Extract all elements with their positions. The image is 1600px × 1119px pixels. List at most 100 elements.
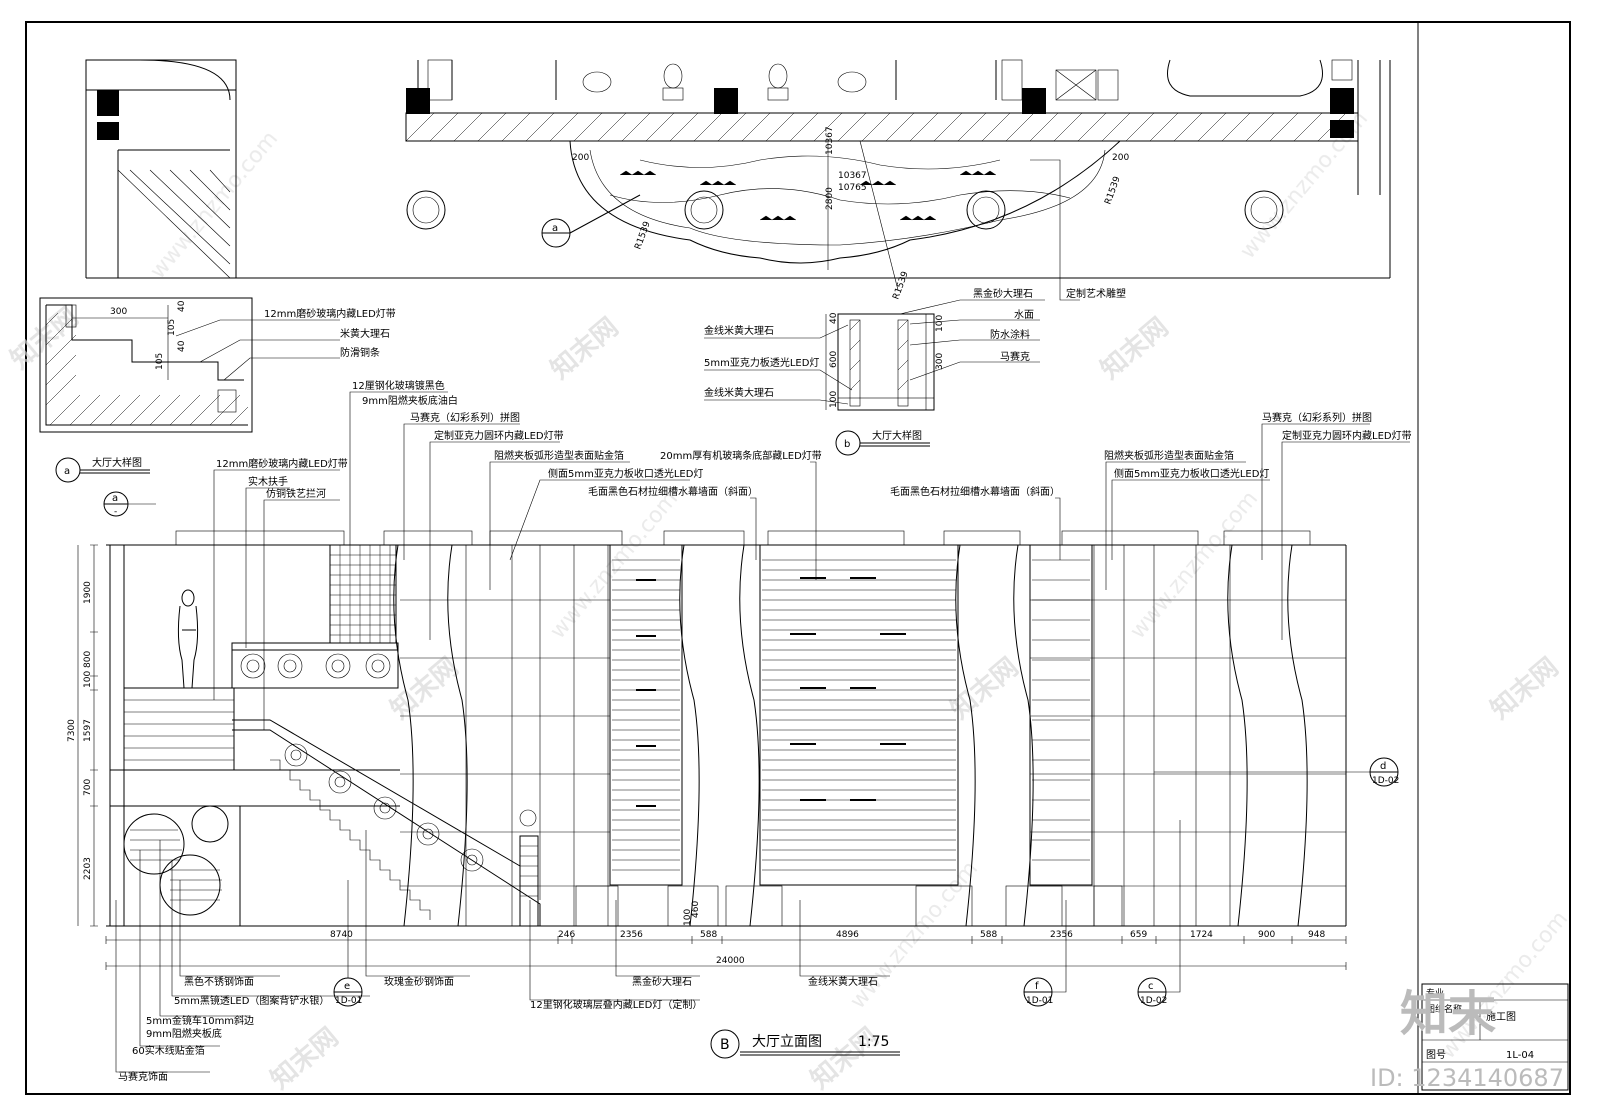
detail-b-label: 水面	[1014, 309, 1034, 321]
bottom-label: 60实木线贴金箔	[132, 1044, 205, 1057]
top-label: 定制亚克力圆环内藏LED灯带	[1282, 429, 1412, 442]
detail-b-label: 定制艺术雕塑	[1066, 287, 1126, 300]
floor-plan: 10367 10367 10765 2800 R1539 R1539 R1539…	[85, 59, 1391, 301]
plan-dim: R1539	[1103, 175, 1122, 206]
elevation-columns	[393, 544, 1308, 927]
detail-a-label: 防滑铜条	[340, 346, 380, 359]
plan-dim: 2800	[825, 187, 835, 210]
watermark-brand: 知末	[1400, 986, 1496, 1042]
bottom-dim: 246	[558, 930, 575, 940]
top-label: 侧面5mm亚克力板收口透光LED灯	[548, 467, 703, 480]
callout-letter: c	[1148, 981, 1154, 992]
detail-b-dim: 40	[829, 312, 839, 324]
elevation-scale: 1:75	[858, 1034, 889, 1050]
watermark-cn: 知末网	[945, 652, 1024, 725]
column-bases	[575, 885, 1123, 927]
bottom-dim: 659	[1130, 930, 1147, 940]
left-dim: 100	[83, 671, 93, 688]
title-block: 专业 图纸名称 施工图 图号 1L-04 知末 ID: 1234140687	[1370, 983, 1569, 1092]
bottom-dimensions: 8740 246 2356 588 4896 588 2356 659 1724…	[105, 901, 1347, 970]
top-label: 毛面黑色石材拉细槽水幕墙面（斜面）	[890, 485, 1060, 498]
detail-b-label: 金线米黄大理石	[704, 386, 774, 399]
detail-b-dim: 300	[935, 353, 945, 370]
detail-b-dim: 600	[829, 351, 839, 368]
detail-b-dim: 100	[935, 315, 945, 332]
titleblock-drawing-type: 施工图	[1486, 1010, 1516, 1023]
watermark-cn: 知末网	[1095, 312, 1174, 385]
bottom-dim: 1724	[1190, 930, 1213, 940]
top-labels: 12厘钢化玻璃镀黑色 9mm阻燃夹板底油白 马赛克（幻彩系列）拼图 定制亚克力圆…	[213, 379, 1412, 730]
bottom-label: 5mm金镜车10mm斜边	[146, 1014, 254, 1027]
top-label: 侧面5mm亚克力板收口透光LED灯	[1114, 467, 1269, 480]
watermark-id: ID: 1234140687	[1370, 1064, 1564, 1092]
detail-a-dim: 105	[167, 319, 177, 336]
detail-b-tag: b	[844, 439, 850, 450]
detail-b-label: 5mm亚克力板透光LED灯	[704, 356, 819, 369]
titleblock-label: 图号	[1426, 1049, 1446, 1061]
detail-b-title: 大厅大样图	[872, 429, 922, 442]
callout-sub: 1D-01	[1026, 996, 1053, 1006]
watermark-site: www.znzmo.com	[845, 856, 983, 1013]
bottom-dim: 948	[1308, 930, 1325, 940]
bottom-label: 12里钢化玻璃层叠内藏LED灯（定制）	[530, 998, 702, 1011]
callout-sub: 1D-01	[335, 996, 362, 1006]
top-label: 12厘钢化玻璃镀黑色	[352, 379, 445, 392]
left-dim: 2203	[83, 857, 93, 880]
detail-b-label: 马赛克	[1000, 350, 1030, 363]
watermark-site: www.znzmo.com	[1125, 486, 1263, 643]
sheet-border	[25, 21, 1571, 1095]
water-curtain-walls	[609, 544, 1093, 886]
elevation-title-text: 大厅立面图	[752, 1034, 822, 1050]
plan-dim: 10765	[838, 183, 867, 193]
left-dimensions: 1900 800 100 1597 700 2203 7300	[67, 544, 98, 927]
callout-sub: 1D-02	[1372, 776, 1399, 786]
watermark-layer: www.znzmo.com www.znzmo.com www.znzmo.co…	[5, 106, 1573, 1095]
elevation-tag: B	[720, 1037, 730, 1053]
titleblock-label: 专业	[1426, 987, 1444, 999]
callout-sub: -	[114, 507, 117, 517]
top-caps	[175, 530, 1311, 546]
callout-letter: d	[1380, 761, 1386, 772]
callout-sub: 1D-02	[1140, 996, 1167, 1006]
detail-a-dim: 40	[177, 340, 187, 352]
top-label: 阻燃夹板弧形造型表面贴金箔	[494, 449, 624, 462]
titleblock-label: 图纸名称	[1426, 1003, 1462, 1015]
plan-dim: 200	[572, 153, 589, 163]
top-label: 仿铜铁艺拦河	[266, 487, 326, 500]
top-label: 实木扶手	[248, 475, 288, 488]
elevation-title: B 大厅立面图 1:75	[710, 1029, 900, 1059]
top-label: 9mm阻燃夹板底油白	[362, 394, 458, 407]
detail-a-dim: 300	[110, 307, 127, 317]
left-dim: 7300	[67, 719, 77, 742]
detail-a-title: 大厅大样图	[92, 456, 142, 469]
detail-b-label: 防水涂料	[990, 328, 1030, 341]
bottom-dim: 588	[980, 930, 997, 940]
detail-a-label: 12mm磨砂玻璃内藏LED灯带	[264, 307, 396, 320]
detail-a: 300 40 105 105 40 12mm磨砂玻璃内藏LED灯带 米黄大理石 …	[39, 297, 396, 483]
detail-a-dim: 105	[155, 353, 165, 370]
bottom-label: 马赛克饰面	[118, 1070, 168, 1083]
top-label: 马赛克（幻彩系列）拼图	[1262, 411, 1372, 424]
plan-dim: 200	[1112, 153, 1129, 163]
top-label: 12mm磨砂玻璃内藏LED灯带	[216, 457, 348, 470]
detail-b-label: 黑金砂大理石	[973, 287, 1033, 300]
total-dim: 24000	[716, 956, 745, 966]
plan-dim: R1539	[633, 220, 652, 251]
bottom-dim: 4896	[836, 930, 859, 940]
bottom-dim: 2356	[1050, 930, 1073, 940]
left-dim: 800	[83, 651, 93, 668]
callout-letter: f	[1035, 981, 1039, 992]
bottom-dim: 588	[700, 930, 717, 940]
detail-b-label: 金线米黄大理石	[704, 324, 774, 337]
bottom-label: 黑色不锈钢饰面	[184, 975, 254, 988]
callout-letter: e	[344, 981, 350, 992]
watermark-cn: 知末网	[1485, 652, 1564, 725]
bottom-label: 金线米黄大理石	[808, 975, 878, 988]
watermark-cn: 知末网	[385, 652, 464, 725]
top-label: 定制亚克力圆环内藏LED灯带	[434, 429, 564, 442]
left-dim: 1900	[83, 581, 93, 604]
plan-dim: 10367	[838, 171, 867, 181]
detail-b-dim: 100	[829, 391, 839, 408]
bottom-label: 5mm黑镜透LED（图案背铲水银）	[174, 994, 329, 1007]
